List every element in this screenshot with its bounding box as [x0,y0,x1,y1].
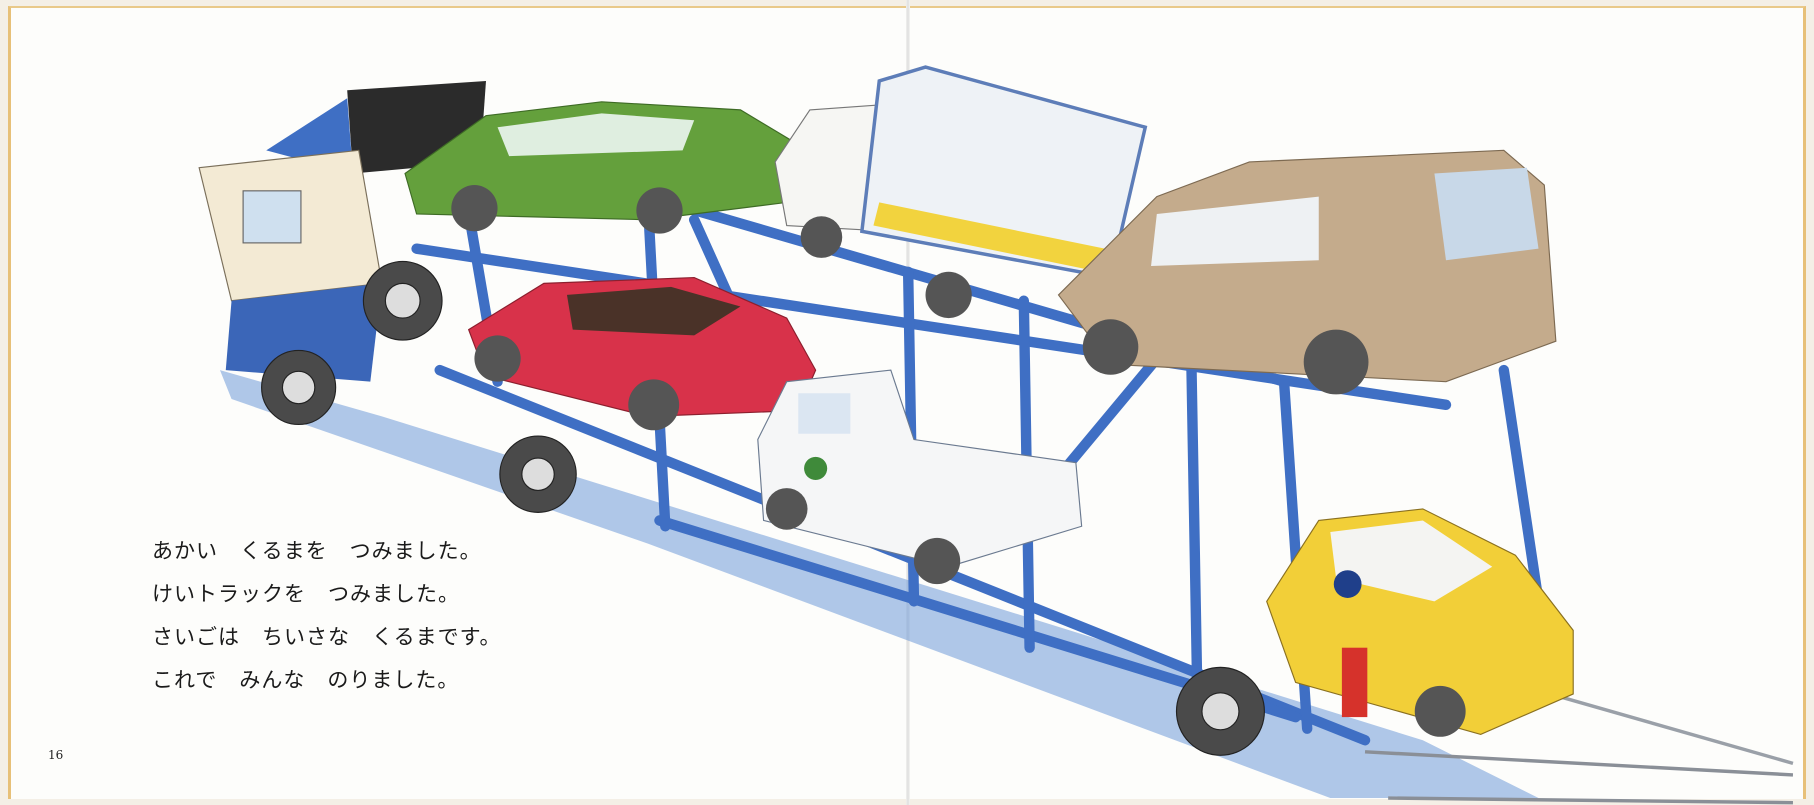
white-kei-truck [757,369,1083,585]
driver-figure [1333,570,1362,598]
story-line: さいごは ちいさな くるまです。 [152,625,502,649]
rear-reflector [1341,647,1368,718]
truck-cab [198,80,486,382]
beige-van [1057,149,1557,395]
truck-wheels [261,260,1265,756]
red-car [467,277,817,431]
green-car [404,101,799,234]
story-line: これで みんな のりました。 [152,668,460,692]
story-line: あかい くるまを つみました。 [152,539,482,563]
tree-emblem-icon [804,456,828,480]
story-text: あかい くるまを つみました。 けいトラックを つみました。 さいごは ちいさな… [152,530,501,702]
rail-track [1364,692,1794,805]
box-truck [774,65,1148,319]
page-number: 16 [48,748,64,762]
story-line: けいトラックを つみました。 [152,582,460,606]
